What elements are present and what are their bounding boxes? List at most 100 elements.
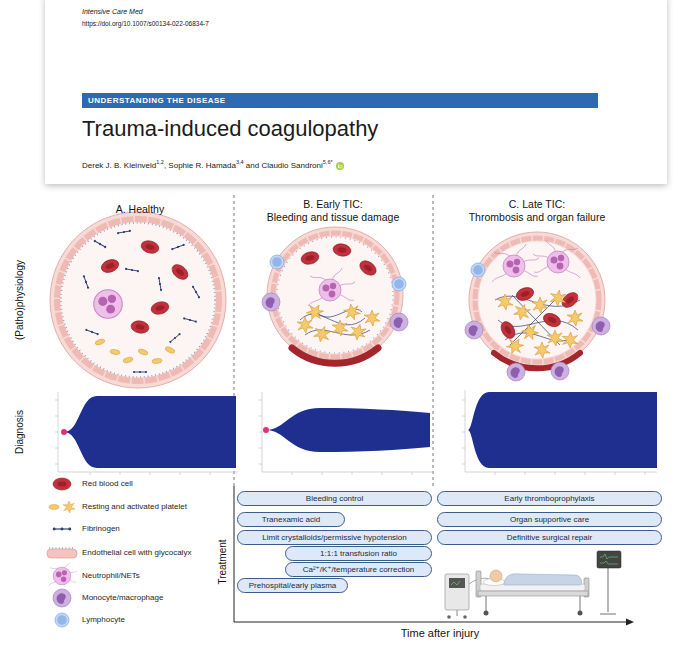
doi-link: https://doi.org/10.1007/s00134-022-06834…: [82, 20, 209, 27]
healthy-vessel: [83, 275, 90, 289]
legend-text: Neutrophil/NETs: [82, 571, 140, 581]
legend-item: Red blood cell: [82, 479, 133, 489]
late-tic-vessel: [492, 244, 539, 282]
box-text: 1:1:1 transfusion ratio: [320, 549, 397, 559]
box-text: Limit crystalloids/permissive hypotensio…: [262, 533, 407, 543]
row-label: Treatment: [217, 539, 229, 584]
legend-item: Lymphocyte: [82, 615, 125, 625]
healthy-vessel: [50, 212, 226, 388]
viscoelastic-trace: [64, 396, 236, 468]
icu-bed-illustration: [504, 574, 582, 585]
healthy-vessel: [61, 223, 215, 377]
icu-bed-illustration: [478, 591, 588, 596]
early-tic-vessel: [300, 250, 320, 266]
legend-icon: [53, 589, 71, 607]
legend-text: Lymphocyte: [82, 615, 125, 625]
treatment-box: Prehospital/early plasma: [237, 578, 348, 593]
late-tic-vessel: [475, 238, 599, 362]
affiliation-number: 3,4: [236, 159, 244, 165]
healthy-vessel: [99, 257, 120, 274]
icu-bed-illustration: [600, 613, 616, 614]
icu-bed-illustration: [445, 574, 469, 610]
legend-item: Fibrinogen: [82, 524, 120, 534]
header-card: [45, 0, 667, 184]
time-axis: [234, 486, 634, 626]
healthy-vessel: [94, 290, 123, 319]
early-tic-vessel: [312, 324, 333, 345]
box-text: Early thromboprophylaxis: [504, 494, 594, 504]
icu-bed-illustration: [579, 596, 580, 611]
healthy-vessel: [150, 300, 170, 316]
legend-icon: [55, 613, 69, 627]
late-tic-vessel: [561, 331, 578, 348]
box-text: Ca²⁺/K⁺/temperature correction: [303, 565, 415, 575]
box-text: Prehospital/early plasma: [249, 581, 337, 591]
late-tic-vessel: [504, 335, 526, 357]
legend-item: Neutrophil/NETs: [82, 571, 140, 581]
time-axis: [234, 622, 628, 623]
late-tic-vessel: [498, 319, 517, 341]
legend-icon: [47, 549, 77, 558]
legend-icon: [63, 501, 75, 513]
late-tic-vessel: [567, 310, 583, 326]
treatment-box: Limit crystalloids/permissive hypotensio…: [237, 530, 432, 545]
late-tic-vessel: [592, 317, 610, 335]
early-tic-vessel: [319, 279, 341, 301]
late-tic-vessel: [465, 232, 610, 381]
legend-text: Red blood cell: [82, 479, 133, 489]
viscoelastic-trace: [262, 392, 432, 472]
panel-divider: [433, 195, 434, 486]
box-text: UNDERSTANDING THE DISEASE: [82, 96, 226, 106]
healthy-vessel: [158, 277, 163, 291]
late-tic-vessel: [514, 285, 535, 302]
icu-bed-illustration: [597, 551, 621, 568]
panel-heading: B. Early TIC:: [303, 198, 362, 210]
legend-icon: [53, 528, 71, 531]
icu-bed-illustration: [447, 615, 451, 619]
legend-icon: [49, 547, 75, 549]
orcid-icon: [338, 164, 339, 165]
treatment-box: Tranexamic acid: [237, 512, 345, 527]
time-axis: [626, 619, 634, 626]
icu-bed-illustration: [484, 611, 489, 616]
early-tic-vessel: [292, 348, 378, 363]
early-tic-vessel: [332, 243, 352, 258]
early-tic-vessel: [297, 317, 313, 333]
author-name: and Claudio Sandroni: [244, 161, 323, 170]
legend-item: Endothelial cell with glycocalyx: [82, 548, 191, 558]
treatment-box: 1:1:1 transfusion ratio: [285, 546, 432, 561]
legend-icon: [49, 505, 59, 510]
paper-title: Trauma-induced coagulopathy: [82, 116, 378, 141]
viscoelastic-trace: [465, 390, 657, 472]
healthy-vessel: [93, 239, 106, 248]
early-tic-vessel: [332, 320, 348, 336]
icu-bed-illustration: [485, 596, 486, 611]
early-tic-vessel: [270, 255, 284, 269]
treatment-box: Definitive surgical repair: [437, 530, 662, 545]
treatment-box: Early thromboprophylaxis: [437, 491, 662, 506]
viscoelastic-trace: [266, 408, 430, 452]
author-name: , Sophie R. Hamada: [164, 161, 236, 170]
early-tic-vessel: [262, 293, 280, 311]
author-line: Derek J. B. Kleinveld1,2, Sophie R. Hama…: [82, 156, 344, 172]
healthy-vessel: [133, 371, 147, 373]
healthy-vessel: [85, 329, 99, 336]
header-card: [45, 0, 667, 184]
box-text: Definitive surgical repair: [507, 533, 592, 543]
healthy-vessel: [123, 356, 134, 363]
early-tic-vessel: [304, 301, 326, 323]
affiliation-number: 1,2: [156, 159, 164, 165]
late-tic-vessel: [465, 321, 483, 339]
healthy-vessel: [169, 333, 181, 344]
legend-item: Resting and activated platelet: [82, 502, 187, 512]
legend-icon: [53, 567, 71, 585]
early-tic-vessel: [390, 313, 408, 331]
early-tic-vessel: [277, 237, 394, 354]
viscoelastic-trace: [58, 392, 238, 472]
healthy-vessel: [61, 223, 216, 378]
viscoelastic-trace: [263, 427, 269, 433]
orcid-icon: [339, 165, 341, 168]
time-axis: [234, 486, 235, 622]
late-tic-vessel: [512, 302, 533, 323]
early-tic-vessel: [392, 277, 406, 291]
